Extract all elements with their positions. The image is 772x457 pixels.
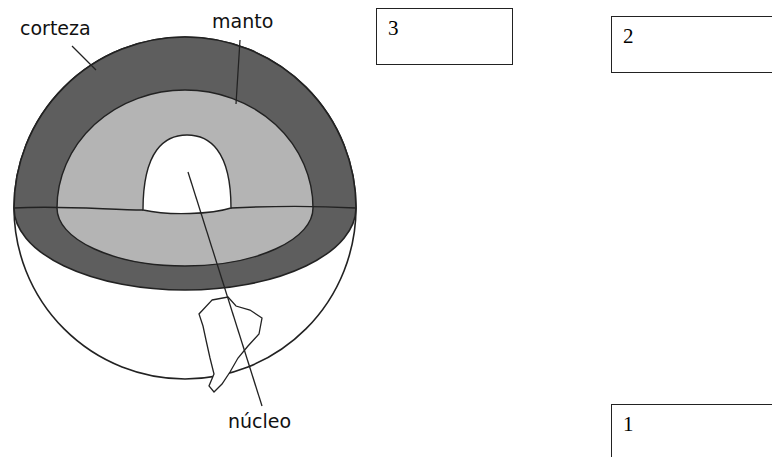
crust-layer — [14, 37, 356, 290]
answer-box: 2 — [611, 16, 772, 73]
callout-number: 1 — [612, 405, 645, 444]
callout-number: 3 — [377, 9, 410, 48]
answer-box: 1 — [611, 404, 772, 457]
globe — [14, 37, 356, 379]
part-label: núcleo — [228, 410, 291, 433]
part-label: manto — [212, 10, 273, 33]
core-layer — [143, 135, 231, 214]
leader-line — [188, 172, 262, 406]
callout-number: 2 — [612, 17, 645, 56]
answer-box: 3 — [376, 8, 513, 65]
mantle-layer — [57, 90, 313, 266]
equator-line — [14, 207, 356, 211]
leader-line — [72, 46, 96, 70]
leader-line — [236, 40, 240, 104]
part-label: corteza — [20, 17, 91, 40]
